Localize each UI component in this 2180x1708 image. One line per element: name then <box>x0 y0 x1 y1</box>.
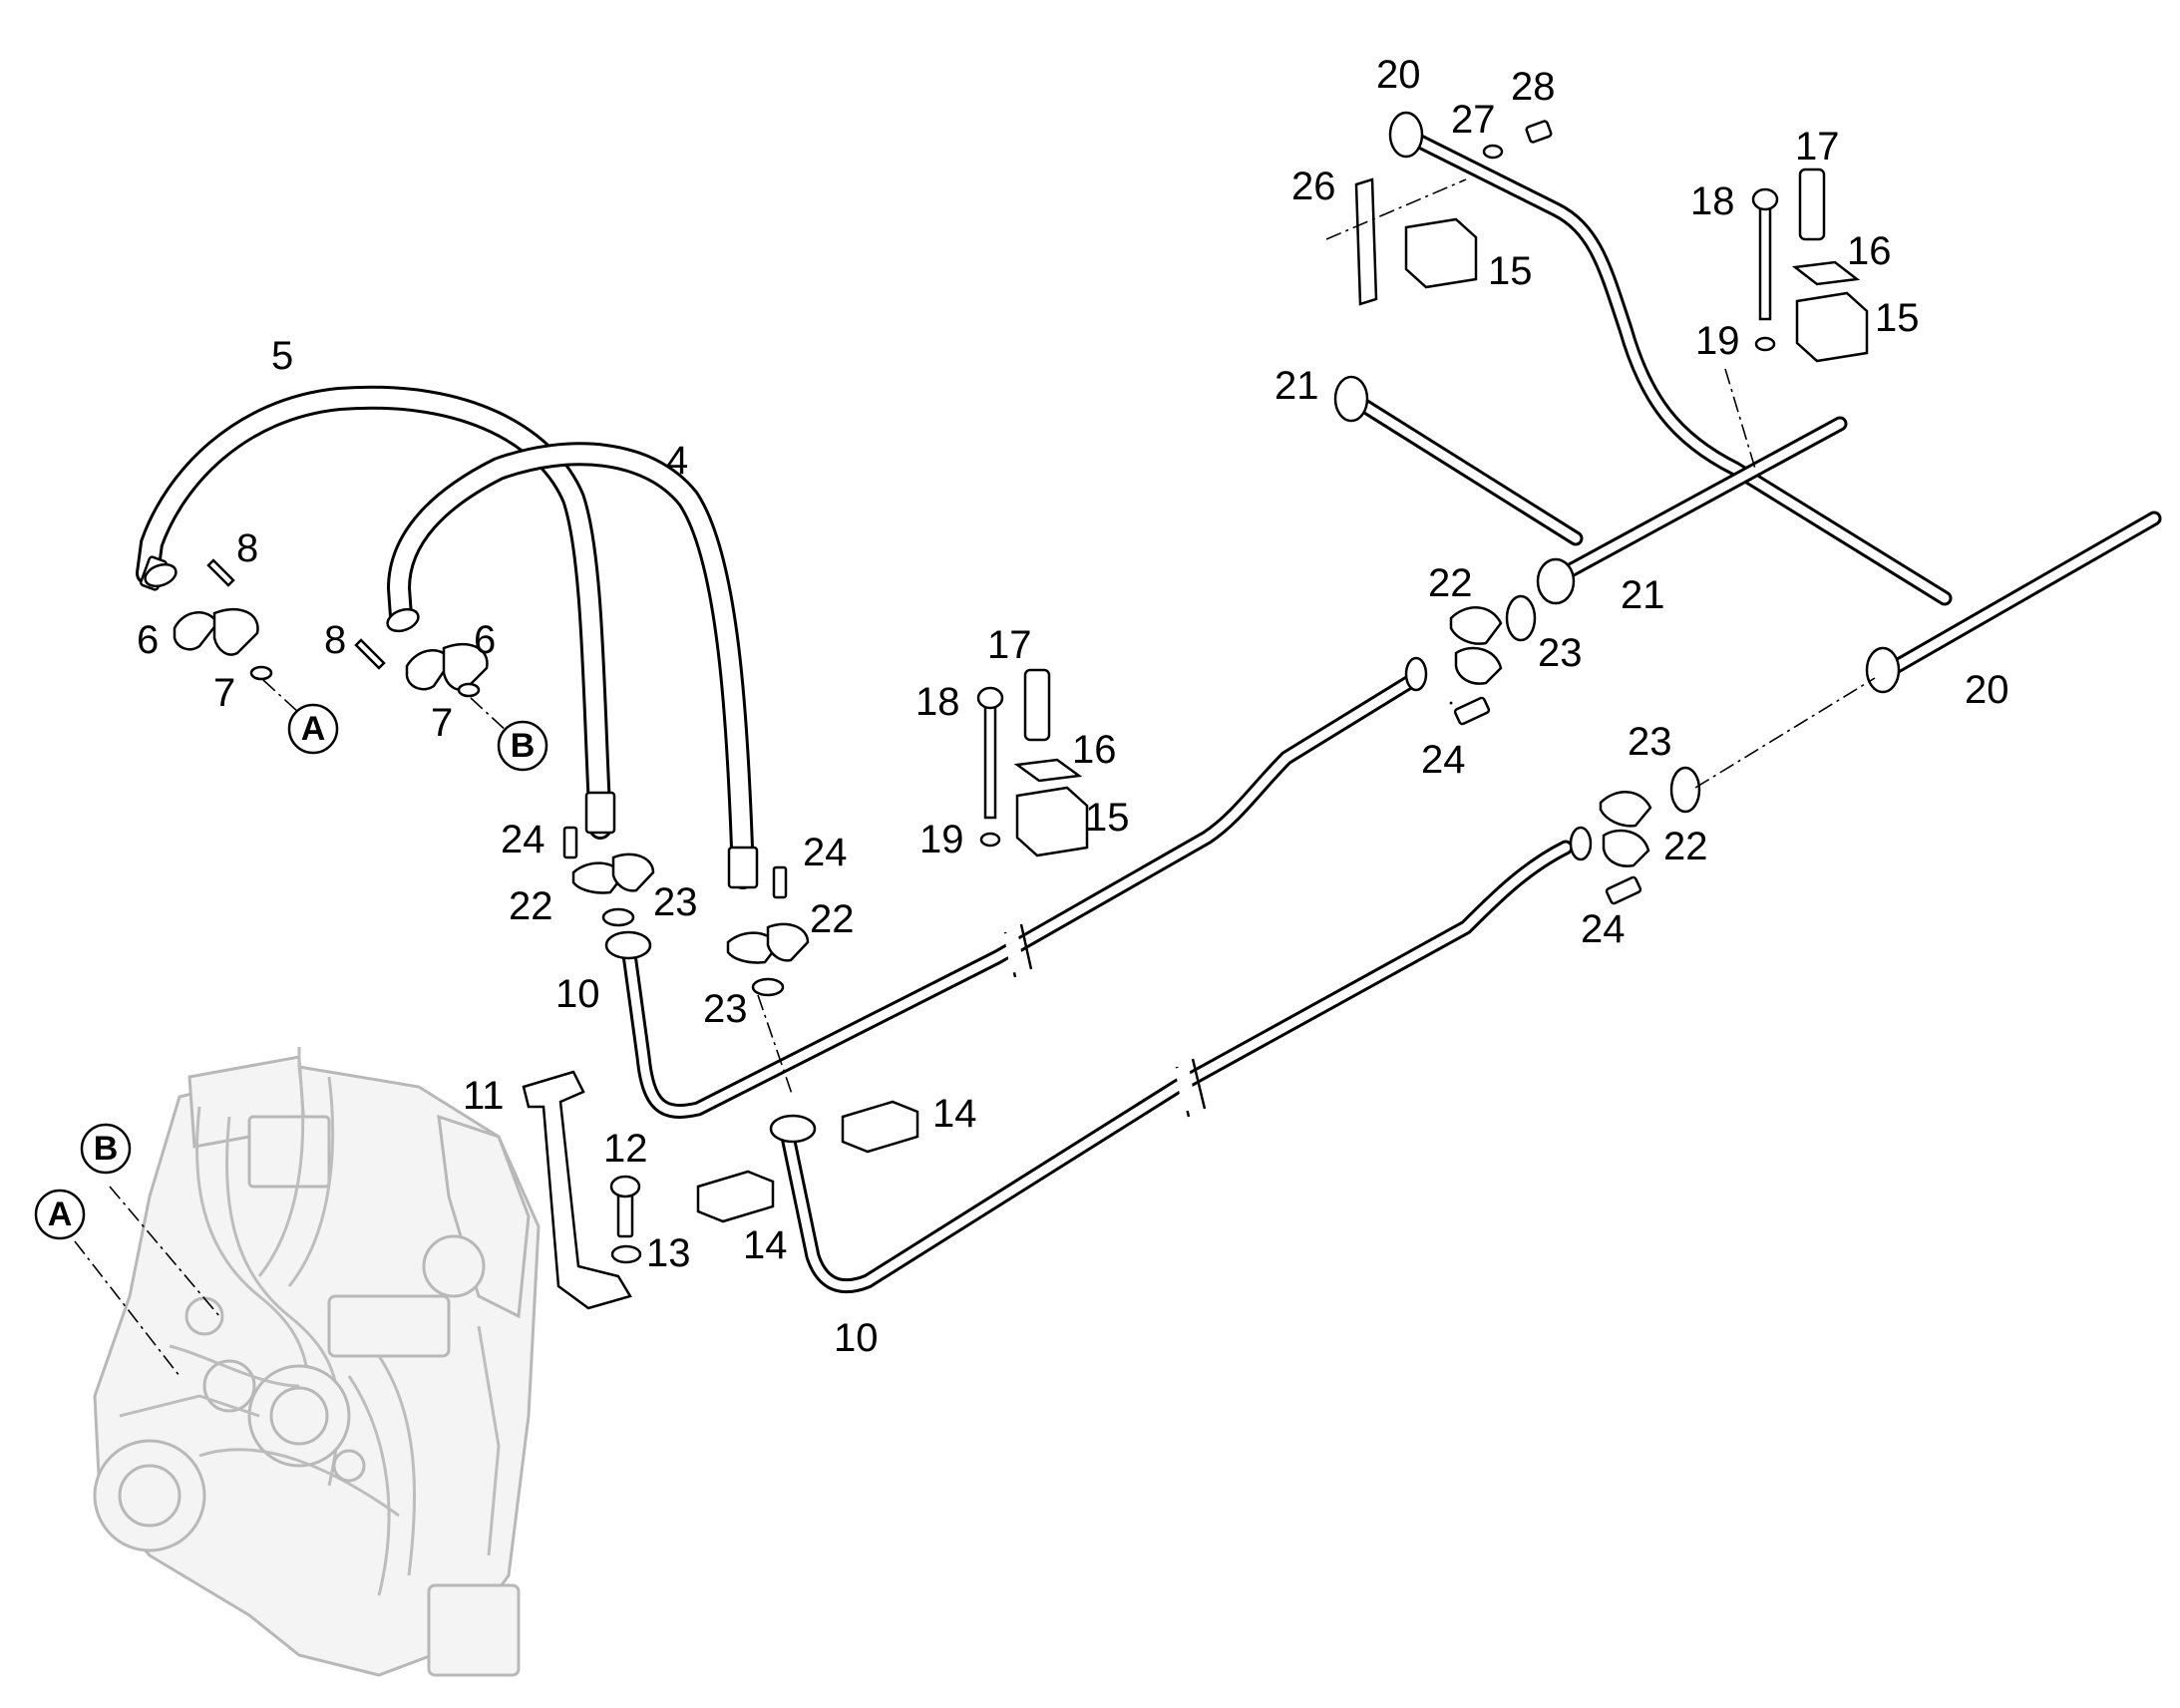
connector-b-engine-label: B <box>94 1130 119 1168</box>
pipe-21 <box>1333 375 1848 605</box>
callout-24-lower: 24 <box>1581 907 1626 951</box>
connector-a-hose-label: A <box>301 710 326 748</box>
callout-27: 27 <box>1451 98 1496 142</box>
callout-24-center: 24 <box>803 831 848 874</box>
callout-15-top: 15 <box>1488 249 1533 293</box>
callout-23-lower: 23 <box>1628 720 1672 764</box>
connector-a-hose <box>287 703 339 755</box>
small-parts <box>173 120 1869 1310</box>
connector-b-hose <box>497 720 548 772</box>
callout-20-right: 20 <box>1965 668 2009 712</box>
callout-22-upper: 22 <box>1428 561 1473 605</box>
callout-11: 11 <box>463 1074 505 1118</box>
connector-b-engine <box>80 1123 132 1175</box>
callout-21-top: 21 <box>1274 364 1319 408</box>
callout-17-right: 17 <box>1795 125 1840 169</box>
callout-24-left: 24 <box>501 818 545 861</box>
hose-4 <box>386 442 759 889</box>
callout-14-right: 14 <box>932 1092 977 1136</box>
leader-lines <box>74 178 1876 1377</box>
callout-19-mid: 19 <box>919 818 964 861</box>
callout-labels: 20 28 27 26 15 17 18 16 15 19 21 5 4 8 6… <box>137 53 2009 1360</box>
callout-4: 4 <box>666 439 688 483</box>
callout-15-mid: 15 <box>1085 796 1130 840</box>
callout-8-mid: 8 <box>324 618 346 662</box>
callout-12: 12 <box>603 1127 648 1171</box>
callout-13: 13 <box>646 1231 691 1275</box>
callout-21-right: 21 <box>1621 573 1665 617</box>
callout-20-top: 20 <box>1376 53 1421 97</box>
connector-a-engine <box>34 1189 86 1240</box>
callout-18-right: 18 <box>1690 179 1735 223</box>
connector-b-hose-label: B <box>511 727 536 765</box>
callout-7-mid: 7 <box>431 701 453 745</box>
pipe-10-upper <box>604 656 1428 1119</box>
callout-15-right: 15 <box>1875 296 1920 340</box>
callout-14-left: 14 <box>743 1223 788 1267</box>
callout-10-lower: 10 <box>834 1316 879 1360</box>
callout-24-upper: 24 <box>1421 738 1466 782</box>
pipe-20 <box>1388 111 2162 694</box>
callout-6-mid: 6 <box>474 618 496 662</box>
engine-assembly <box>93 1047 541 1677</box>
callout-19-right: 19 <box>1695 319 1740 363</box>
callout-10-upper: 10 <box>555 972 600 1016</box>
callout-26: 26 <box>1291 165 1336 208</box>
connector-a-engine-label: A <box>48 1196 73 1233</box>
pipe-10-lower <box>769 826 1593 1294</box>
callout-8-left: 8 <box>236 526 258 570</box>
callout-22-center: 22 <box>810 897 855 941</box>
callout-7-left: 7 <box>213 671 235 715</box>
callout-6-left: 6 <box>137 618 159 662</box>
callout-23-upper: 23 <box>1538 631 1583 675</box>
callout-18-mid: 18 <box>915 680 960 724</box>
callout-28: 28 <box>1511 65 1556 109</box>
callout-23-left: 23 <box>653 880 698 924</box>
connector-markers: A B B A <box>34 703 548 1240</box>
callout-17-mid: 17 <box>987 623 1032 667</box>
callout-22-left: 22 <box>509 884 553 928</box>
callout-16-mid: 16 <box>1072 728 1117 772</box>
callout-23-center: 23 <box>703 987 748 1031</box>
hose-5 <box>136 385 616 840</box>
callout-22-lower: 22 <box>1663 825 1708 868</box>
callout-5: 5 <box>271 334 293 378</box>
callout-16-right: 16 <box>1847 229 1892 273</box>
